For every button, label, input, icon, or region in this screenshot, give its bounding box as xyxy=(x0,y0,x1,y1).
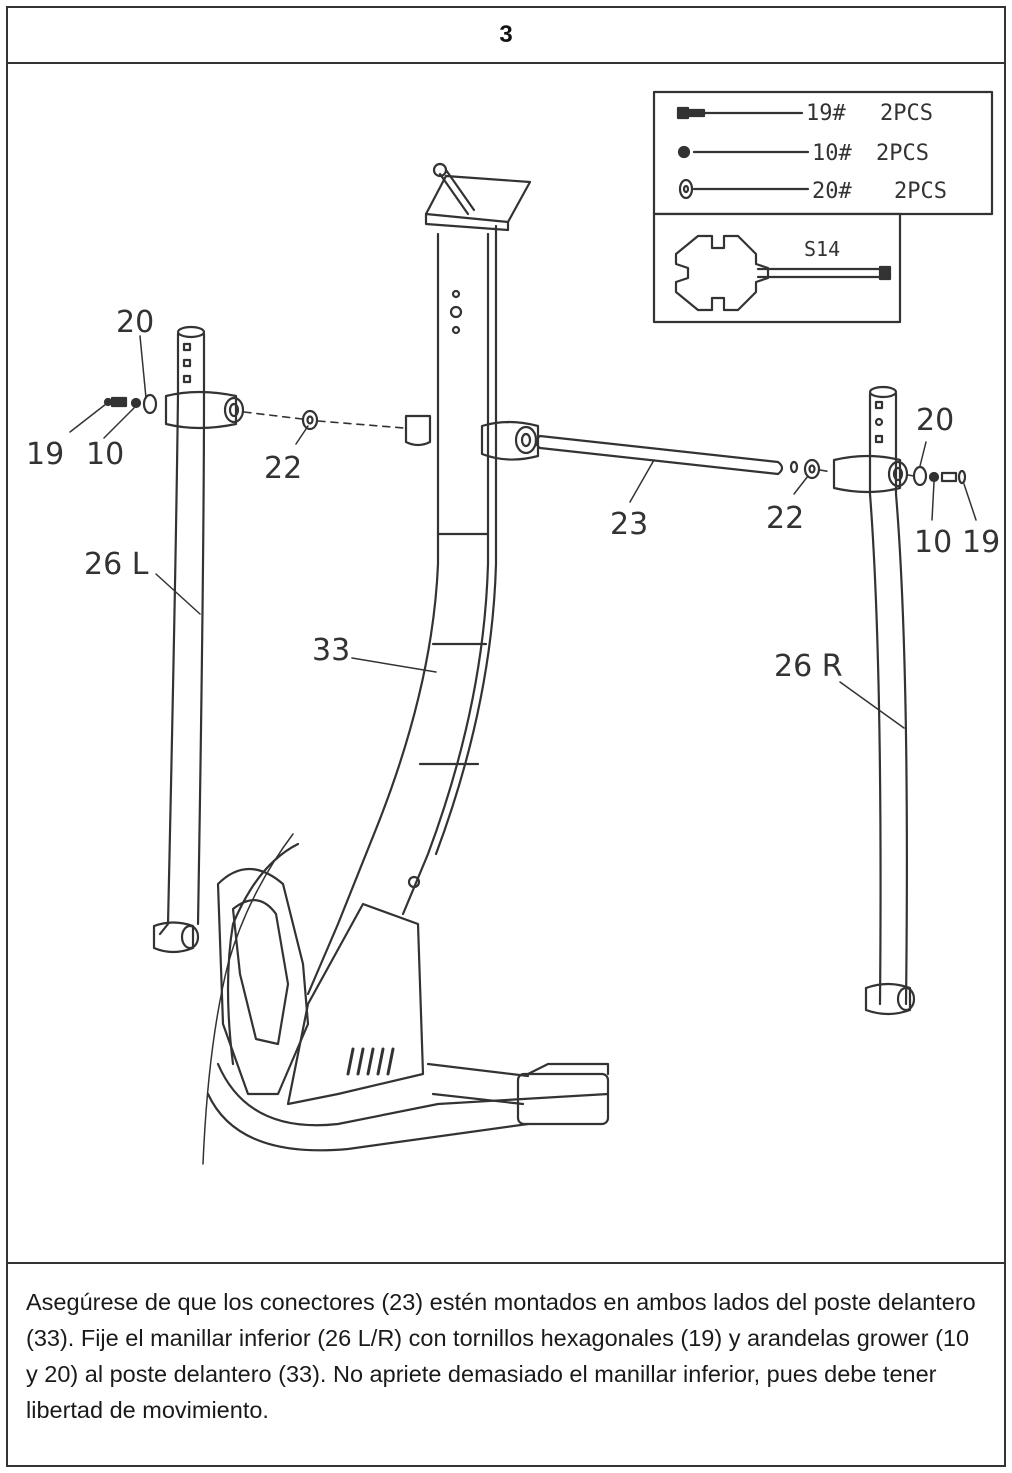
label-26-left: 26 L xyxy=(84,547,149,582)
parts-box xyxy=(652,90,994,324)
label-26-right: 26 R xyxy=(774,649,843,684)
part-10-qty: 2PCS xyxy=(876,141,929,166)
fasteners-left xyxy=(103,393,158,415)
label-19-right: 19 xyxy=(962,525,1000,560)
label-22-right: 22 xyxy=(766,501,804,536)
step-header: 3 xyxy=(8,8,1004,64)
label-20-left: 20 xyxy=(116,305,154,340)
hex-bolt-icon xyxy=(676,106,804,120)
wrench-icon xyxy=(674,234,892,312)
leader-lines xyxy=(69,335,977,729)
part-19-code: 19# xyxy=(806,101,846,126)
assembly-drawing: 19# 2PCS 10# 2PCS 20# 2PCS S14 20 19 10 … xyxy=(26,90,1000,1165)
handlebar-26-right xyxy=(832,385,916,1016)
label-20-right: 20 xyxy=(916,403,954,438)
part-20-code: 20# xyxy=(812,179,852,204)
label-19-left: 19 xyxy=(26,437,64,472)
flat-washer-icon xyxy=(678,178,810,200)
part-19-qty: 2PCS xyxy=(880,101,933,126)
washer-22-right xyxy=(803,458,821,480)
handlebar-26-left xyxy=(152,325,245,954)
label-23: 23 xyxy=(610,507,648,542)
instruction-text: Asegúrese de que los conectores (23) est… xyxy=(8,1262,1004,1467)
assembly-guide-lines xyxy=(243,411,915,477)
tool-label: S14 xyxy=(804,237,840,261)
assembly-diagram: 19# 2PCS 10# 2PCS 20# 2PCS S14 20 19 10 … xyxy=(8,64,1004,1262)
label-22-left: 22 xyxy=(264,451,302,486)
part-20-qty: 2PCS xyxy=(894,179,947,204)
spring-washer-icon xyxy=(677,145,810,159)
washer-22-left xyxy=(301,409,319,431)
label-33: 33 xyxy=(312,633,350,668)
step-number: 3 xyxy=(499,21,513,48)
base-housing xyxy=(202,833,610,1165)
instruction-paragraph: Asegúrese de que los conectores (23) est… xyxy=(26,1289,976,1423)
instruction-panel: 3 xyxy=(6,6,1006,1467)
fasteners-right xyxy=(912,465,967,487)
front-post-33 xyxy=(306,162,540,996)
label-10-right: 10 xyxy=(914,525,952,560)
label-10-left: 10 xyxy=(86,437,124,472)
part-10-code: 10# xyxy=(812,141,852,166)
connector-shaft-23 xyxy=(534,434,799,476)
